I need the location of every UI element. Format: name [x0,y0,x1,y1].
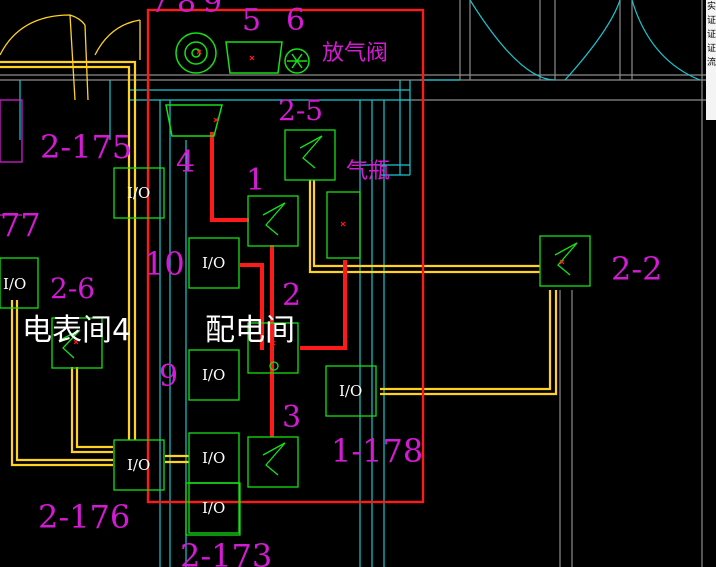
room-names: 电表间4 配电间 [22,313,295,348]
label-9b: 9 [159,359,178,394]
side-text: 证 [707,30,716,40]
side-text: 证 [707,44,716,54]
io-modules: I/O I/O I/O I/O I/O I/O I/O I/O [3,184,362,517]
vent-label: 放气阀 [322,41,388,66]
red-lines [146,8,425,504]
room-77: 77 [0,206,41,244]
room-2-173: 2-173 [180,537,272,567]
meter-room-label: 电表间4 [22,313,131,348]
door-arcs [0,14,141,101]
io-module: I/O [339,382,362,400]
side-text: 实 [707,2,716,12]
label-10: 10 [144,245,185,283]
distribution-room-label: 配电间 [205,313,295,348]
room-2-2: 2-2 [611,250,663,288]
label-1: 1 [246,163,265,198]
equipment-boxes [0,129,591,536]
detector-symbols [59,135,578,476]
io-module: I/O [127,456,150,474]
room-2-176: 2-176 [38,498,130,536]
label-9: 9 [203,0,222,20]
io-module: I/O [127,184,150,202]
label-6: 6 [286,3,305,38]
label-4: 4 [176,145,195,180]
io-module: I/O [202,254,225,272]
label-8: 8 [177,0,196,20]
room-2-175: 2-175 [40,128,132,166]
label-3: 3 [282,400,301,435]
side-panel: 实 证 证 证 流 [706,0,716,120]
room-2-6: 2-6 [50,272,95,305]
side-text: 证 [707,16,716,26]
cyan-walls [19,0,701,567]
side-text: 流 [707,58,716,68]
io-module: I/O [202,449,225,467]
valve-group [165,32,310,137]
label-7: 7 [150,0,169,20]
room-1-178: 1-178 [331,432,423,470]
io-module: I/O [3,275,26,293]
markers [73,49,565,346]
label-5: 5 [242,3,261,38]
room-2-5: 2-5 [278,94,323,127]
io-module: I/O [202,499,225,517]
label-2: 2 [282,278,301,313]
magenta-labels: 7 8 9 5 6 4 1 2 3 10 9 2-175 2-6 2-5 2-2… [0,0,663,567]
magenta-walls [0,99,23,216]
io-module: I/O [202,366,225,384]
bottle-label: 气瓶 [346,159,390,184]
yellow-cables [0,60,558,467]
